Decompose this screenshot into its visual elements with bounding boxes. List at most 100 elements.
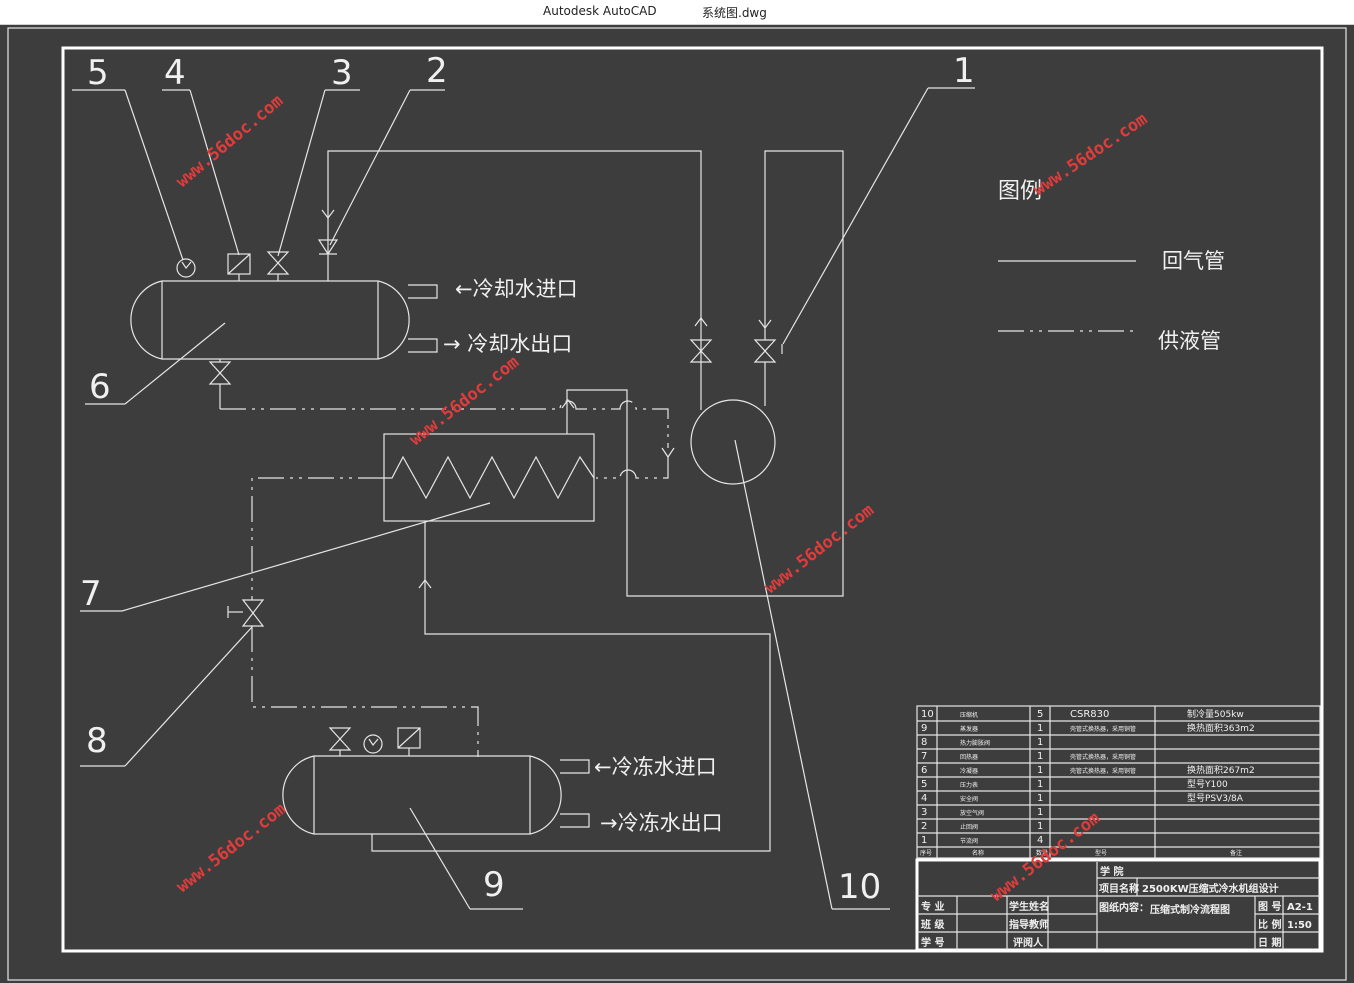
parts-cell-no: 3 (921, 807, 927, 818)
inner-border (61, 46, 1324, 953)
parts-cell-no: 2 (921, 821, 927, 832)
header-qty: 数量 (1036, 849, 1048, 857)
parts-cell-qty: 1 (1037, 765, 1043, 776)
number-5: 5 (87, 53, 109, 93)
parts-cell-no: 4 (921, 793, 927, 804)
parts-cell-note: 型号PSV3/8A (1187, 793, 1244, 804)
evaporator-suction-pipe (371, 521, 771, 852)
expansion-valve-icon (241, 599, 265, 627)
outer-border (7, 27, 1347, 981)
class-label: 班 级 (921, 918, 945, 931)
parts-cell-name: 压缩机 (960, 711, 978, 719)
parts-cell-note: 型号Y100 (1187, 779, 1228, 790)
parts-cell-qty: 5 (1037, 709, 1043, 720)
parts-cell-no: 6 (921, 765, 927, 776)
file-name: 系统图.dwg (702, 6, 767, 20)
reviewer-label: 评阅人 (1013, 936, 1044, 949)
discharge-pipe (327, 150, 702, 400)
number-2: 2 (426, 51, 448, 91)
student-name-label: 学生姓名 (1009, 900, 1049, 913)
parts-cell-model: 壳管式换热器，采用铜管 (1070, 725, 1136, 733)
liquid-pipe-return (596, 457, 669, 479)
header-note: 备注 (1230, 849, 1242, 857)
parts-cell-no: 1 (921, 835, 927, 846)
fig-no-value: A2-1 (1287, 902, 1313, 913)
number-6: 6 (89, 367, 111, 407)
project-value: 2500KW压缩式冷水机组设计 (1142, 882, 1279, 895)
number-7: 7 (80, 574, 102, 614)
parts-cell-qty: 1 (1037, 821, 1043, 832)
legend-supply-label: 供液管 (1158, 329, 1221, 353)
safety-valve-icon (227, 253, 251, 281)
parts-cell-qty: 1 (1037, 779, 1043, 790)
watermark-2: www.56doc.com (1030, 109, 1151, 200)
parts-cell-name: 放空气阀 (960, 809, 984, 817)
evaporator-valve-icon (328, 727, 352, 751)
number-9: 9 (483, 865, 505, 905)
window-titlebar: Autodesk AutoCAD 系统图.dwg (0, 0, 1354, 25)
student-no-label: 学 号 (921, 936, 944, 949)
parts-cell-name: 节流阀 (960, 837, 978, 845)
number-8: 8 (86, 721, 108, 761)
legend-return-label: 回气管 (1162, 249, 1225, 273)
vent-valve-icon (266, 251, 290, 281)
parts-cell-name: 热力膨胀阀 (960, 739, 990, 747)
number-4: 4 (164, 53, 186, 93)
date-label: 日 期 (1258, 936, 1281, 949)
condenser-outlet-valve-icon (208, 361, 232, 385)
condenser (130, 280, 438, 360)
part-numbers: 5 4 3 2 1 6 7 8 9 10 (80, 51, 975, 907)
parts-cell-qty: 1 (1037, 751, 1043, 762)
drawing-canvas[interactable]: 5 4 3 2 1 6 7 8 9 10 ←冷却水进口 → 冷却水出口 ←冷冻水… (0, 25, 1354, 983)
number-3: 3 (331, 53, 353, 93)
chilled-water-inlet: ←冷冻水进口 (594, 755, 717, 779)
parts-cell-name: 回热器 (960, 753, 978, 761)
parts-cell-no: 10 (921, 709, 934, 720)
legend-title: 图例 (998, 179, 1042, 204)
parts-cell-name: 冷凝器 (960, 767, 978, 775)
parts-cell-qty: 1 (1037, 723, 1043, 734)
parts-cell-no: 9 (921, 723, 927, 734)
scale-label: 比 例 (1258, 918, 1281, 931)
watermarks: www.56doc.com www.56doc.com www.56doc.co… (172, 91, 1151, 906)
title-block: 学 院 项目名称 2500KW压缩式冷水机组设计 图纸内容： 压缩式制冷流程图 … (915, 858, 1322, 952)
parts-cell-note: 换热面积267m2 (1187, 764, 1255, 776)
parts-cell-qty: 4 (1037, 835, 1043, 846)
drawing-svg: 5 4 3 2 1 6 7 8 9 10 ←冷却水进口 → 冷却水出口 ←冷冻水… (7, 27, 1347, 981)
number-1: 1 (953, 51, 975, 91)
parts-cell-no: 8 (921, 737, 927, 748)
watermark-6: www.56doc.com (987, 808, 1104, 906)
major-label: 专 业 (921, 900, 944, 913)
number-10: 10 (838, 867, 881, 907)
watermark-5: www.56doc.com (173, 799, 290, 897)
header-model: 型号 (1095, 849, 1107, 857)
liquid-to-expansion (251, 477, 384, 600)
parts-cell-model: 壳管式换热器，采用铜管 (1070, 767, 1136, 775)
leader-lines (72, 87, 975, 910)
parts-cell-note: 制冷量505kw (1187, 708, 1244, 720)
liquid-pipe-top (220, 400, 669, 448)
drawing-value: 压缩式制冷流程图 (1150, 903, 1230, 916)
legend: 图例 回气管 供液管 (998, 179, 1225, 353)
project-label: 项目名称 (1099, 882, 1139, 895)
parts-cell-name: 安全阀 (960, 795, 978, 803)
app-title: Autodesk AutoCAD (543, 4, 657, 18)
header-no: 序号 (920, 849, 932, 857)
parts-cell-name: 止回阀 (960, 823, 978, 831)
pressure-gauge-icon (176, 258, 196, 278)
drawing-label: 图纸内容： (1099, 901, 1149, 914)
parts-cell-note: 换热面积363m2 (1187, 722, 1255, 734)
parts-cell-model: CSR830 (1070, 709, 1109, 720)
discharge-valve-icon (689, 339, 713, 363)
watermark-3: www.56doc.com (406, 352, 523, 450)
parts-cell-qty: 1 (1037, 793, 1043, 804)
evaporator (282, 755, 590, 835)
parts-cell-model: 壳管式换热器，采用铜管 (1070, 753, 1136, 761)
compressor (690, 399, 776, 485)
check-valve-icon (317, 239, 339, 256)
evaporator-gauge-icon (363, 734, 383, 754)
watermark-1: www.56doc.com (172, 91, 287, 192)
fig-no-label: 图 号 (1258, 901, 1281, 913)
cooling-water-inlet: ←冷却水进口 (455, 277, 578, 301)
